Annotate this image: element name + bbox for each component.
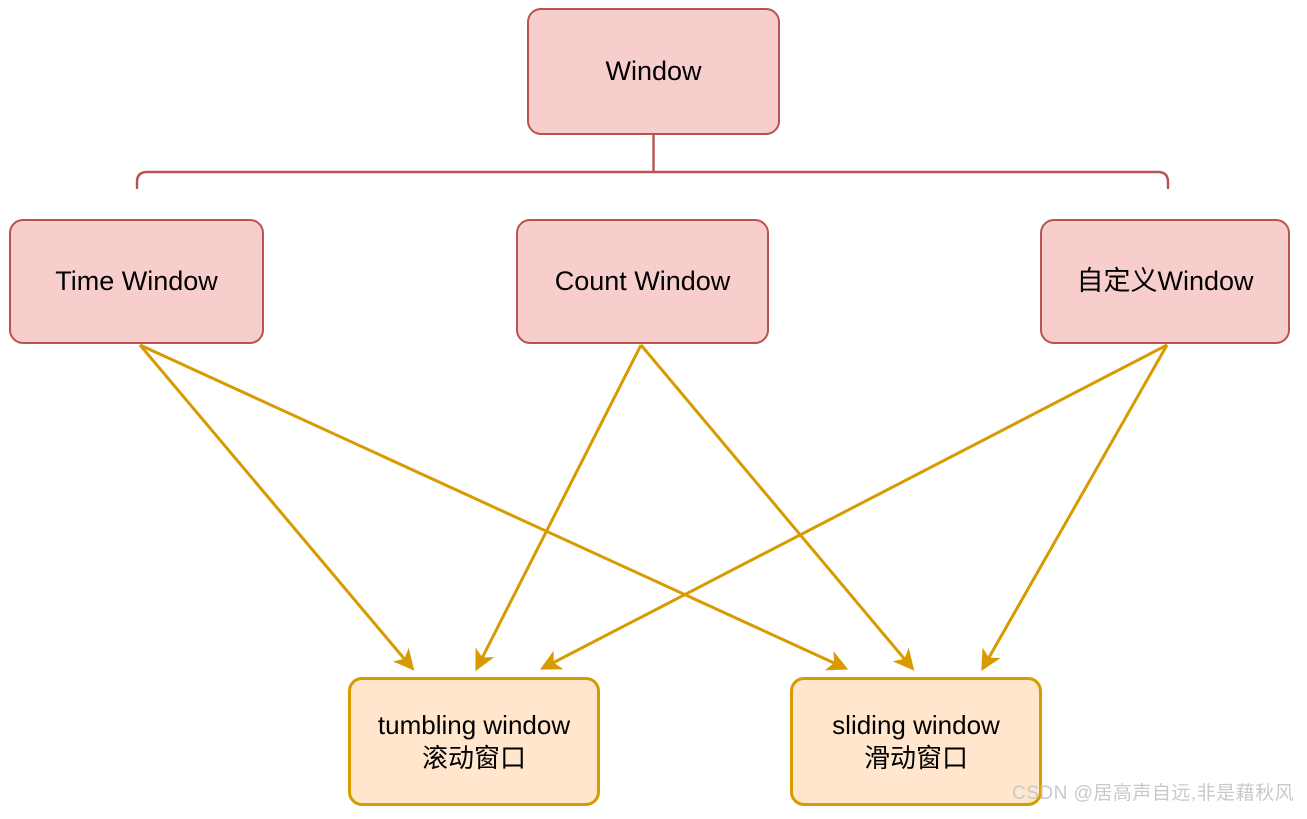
node-tumbling-window[interactable]: tumbling window 滚动窗口 xyxy=(348,677,600,806)
edge-count-to-tumbling xyxy=(475,344,643,672)
bracket-rail xyxy=(135,170,1170,190)
node-window[interactable]: Window xyxy=(527,8,780,135)
edge-time-to-tumbling xyxy=(138,344,415,671)
node-sliding-window[interactable]: sliding window 滑动窗口 xyxy=(790,677,1042,806)
node-count-window[interactable]: Count Window xyxy=(516,219,769,344)
edge-custom-to-sliding xyxy=(981,344,1169,672)
node-time-window[interactable]: Time Window xyxy=(9,219,264,344)
edge-custom-to-tumbling xyxy=(539,343,1168,670)
csdn-watermark: CSDN @居高声自远,非是藉秋风 xyxy=(1012,783,1295,804)
edge-count-to-sliding xyxy=(639,344,915,671)
node-custom-window[interactable]: 自定义Window xyxy=(1040,219,1290,344)
edge-time-to-sliding xyxy=(139,343,849,671)
edge-window-to-categories-bracket xyxy=(135,133,1170,190)
